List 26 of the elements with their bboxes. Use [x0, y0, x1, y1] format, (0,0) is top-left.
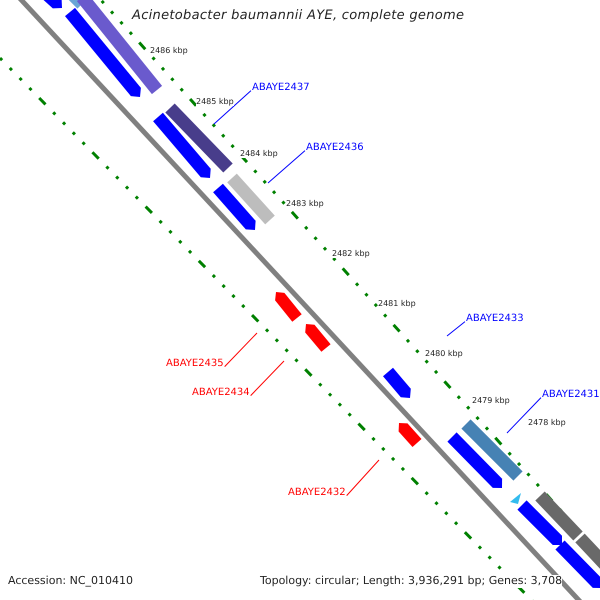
scale-label: 2484 kbp: [240, 149, 278, 158]
gene-label: ABAYE2431: [542, 389, 600, 400]
leader-line: [506, 397, 542, 434]
leader-line: [214, 90, 252, 124]
title: Acinetobacter baumannii AYE, complete genome: [132, 9, 464, 24]
leader-line: [268, 150, 306, 184]
leader-line: [446, 321, 466, 336]
gene-label: ABAYE2435: [166, 358, 224, 370]
scale-label: 2480 kbp: [425, 349, 463, 358]
gene-label: ABAYE2432: [288, 487, 346, 498]
footer-text: Accession: NC_010410: [8, 575, 134, 588]
scale-label: 2479 kbp: [472, 396, 510, 406]
leader-line: [224, 332, 258, 368]
leader-line: [250, 360, 284, 396]
gene-label: ABAYE2434: [192, 387, 250, 398]
scale-label: 2485 kbp: [196, 97, 234, 106]
scale-label: 2486 kbp: [150, 46, 188, 56]
scale-label: 2483 kbp: [286, 199, 324, 208]
gene-label: ABAYE2437: [252, 82, 310, 94]
footer-text: Topology: circular; Length: 3,936,291 bp; Genes: 3,708: [260, 575, 562, 588]
gene-label: ABAYE2436: [306, 142, 364, 154]
leader-line: [346, 460, 380, 496]
scale-label: 2482 kbp: [332, 249, 370, 258]
scale-label: 2478 kbp: [528, 418, 566, 428]
scale-label: 2481 kbp: [378, 299, 416, 308]
gene-label: ABAYE2433: [466, 313, 524, 324]
